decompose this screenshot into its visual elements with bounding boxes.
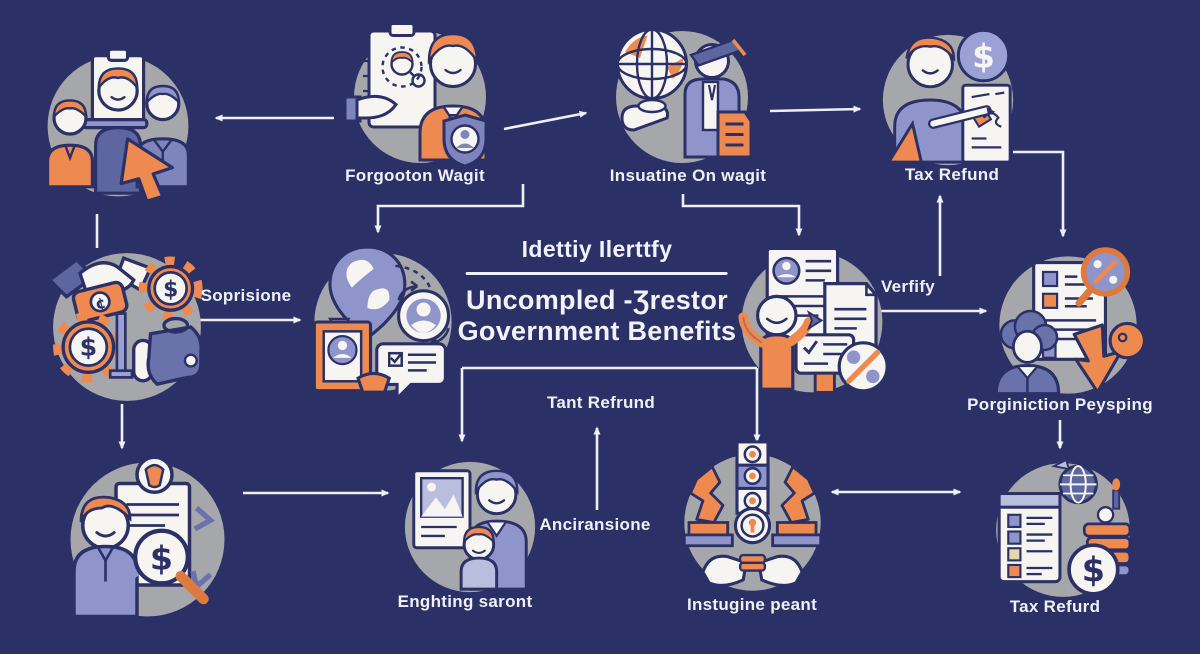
tax-checklist-icon: $ bbox=[996, 458, 1132, 597]
arrow-forgotten-to-insurance bbox=[503, 110, 588, 131]
statues-payment-icon bbox=[682, 440, 823, 591]
node-document-review bbox=[990, 247, 1146, 403]
title-line3: Government Benefits bbox=[457, 316, 737, 347]
title-line1: Idettiy Ilerttfy bbox=[521, 236, 673, 262]
label-tax-refurd: Tax Refurd bbox=[1009, 597, 1101, 616]
label-tax-refund-top: Tax Refund bbox=[904, 165, 1000, 184]
svg-text:$: $ bbox=[1082, 551, 1105, 590]
elbow-forgotten-to-identity bbox=[374, 184, 525, 234]
svg-text:$: $ bbox=[150, 538, 173, 577]
node-family-photo bbox=[396, 453, 544, 601]
node-tax-refurd: $ bbox=[987, 454, 1139, 606]
node-team-applicants bbox=[38, 46, 198, 206]
node-benefits-documents bbox=[732, 242, 892, 402]
center-title: Idettiy Ilerttfy Uncompled -Ʒrestor Gove… bbox=[458, 236, 737, 348]
label-soprisione: Soprisione bbox=[200, 286, 292, 305]
family-photo-icon bbox=[404, 461, 536, 593]
label-porginiction: Porginiction Peysping bbox=[967, 395, 1153, 414]
elbow-insurance-to-benefits bbox=[681, 194, 803, 237]
resume-handover-icon bbox=[343, 22, 488, 168]
label-insurance-wage: Insuatine On wagit bbox=[609, 166, 767, 185]
title-line2: Uncompled -Ʒrestor bbox=[466, 284, 728, 315]
label-forgotten-wage: Forgooton Wagit bbox=[345, 166, 485, 185]
dollar-search-icon: $ bbox=[70, 455, 225, 619]
svg-text:$: $ bbox=[972, 37, 995, 75]
svg-text:¢: ¢ bbox=[93, 293, 108, 313]
benefits-documents-icon bbox=[738, 246, 889, 394]
label-anciransione: Anciransione bbox=[539, 515, 651, 534]
arrow-insurance-to-taxrefund bbox=[769, 105, 862, 113]
team-applicants-icon bbox=[46, 47, 190, 203]
node-tax-refund-top: $ bbox=[874, 26, 1022, 174]
node-insurance-wage bbox=[607, 22, 757, 172]
node-statues-payment bbox=[675, 440, 830, 600]
label-enghting-saront: Enghting saront bbox=[397, 592, 533, 611]
label-tant-refrund: Tant Refrund bbox=[546, 393, 656, 412]
label-instugine-peant: Instugine peant bbox=[686, 595, 818, 614]
node-forgotten-wage bbox=[343, 22, 495, 172]
title-divider bbox=[465, 272, 728, 275]
tax-form-signing-icon: $ bbox=[882, 28, 1014, 166]
node-identity-location bbox=[305, 244, 461, 403]
node-money-handshake: ¢ $ $ bbox=[43, 243, 211, 411]
svg-text:$: $ bbox=[163, 278, 178, 303]
money-handshake-icon: ¢ $ $ bbox=[47, 253, 203, 401]
node-dollar-search: $ bbox=[60, 452, 235, 627]
svg-text:$: $ bbox=[80, 333, 98, 362]
identity-location-icon bbox=[312, 245, 452, 403]
label-verify: Verfify bbox=[880, 277, 936, 296]
globe-insurance-icon bbox=[616, 28, 753, 163]
document-review-icon bbox=[994, 247, 1146, 396]
